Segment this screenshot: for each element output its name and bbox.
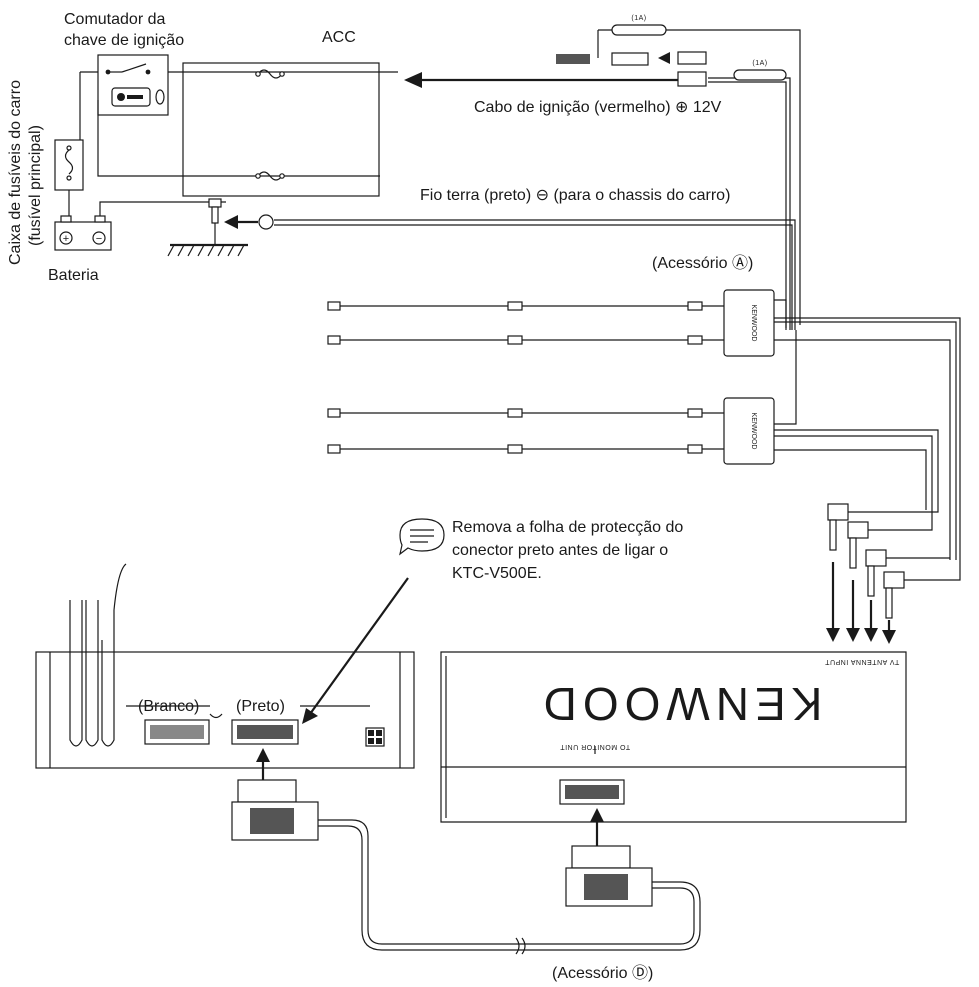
svg-text:+: + xyxy=(63,233,69,245)
ignition-circuit: + − xyxy=(54,54,398,257)
fuse-box-label-2: (fusível principal) xyxy=(27,125,44,246)
key-icon xyxy=(111,87,165,107)
white-connector-label: (Branco) xyxy=(138,698,199,715)
ignition-switch-label-2: chave de ignição xyxy=(64,32,184,49)
amp-module-1-brand: KENWOOD xyxy=(750,305,757,342)
note-line-3: KTC-V500E. xyxy=(452,565,542,582)
ground-symbol xyxy=(167,243,248,257)
screw-icon xyxy=(208,198,222,245)
tv-antenna-input-label: TV ANTENNA INPUT xyxy=(825,658,900,665)
accessory-a-label: (Acessório Ⓐ) xyxy=(652,254,753,272)
black-connector-label: (Preto) xyxy=(236,698,285,715)
note-line-1: Remova a folha de protecção do xyxy=(452,519,683,536)
note-line-2: conector preto antes de ligar o xyxy=(452,542,668,559)
accessory-d-label: (Acessório Ⓓ) xyxy=(552,964,653,982)
amp-module-1: KENWOOD xyxy=(327,289,961,560)
tuner-unit: KENWOOD TV ANTENNA INPUT TO MONITOR UNIT xyxy=(440,651,907,823)
plug-right xyxy=(565,845,653,907)
ground-wire-label: Fio terra (preto) ⊖ (para o chassis do c… xyxy=(420,187,730,204)
head-unit xyxy=(35,563,415,769)
battery-icon: + − xyxy=(54,215,112,251)
battery-label: Bateria xyxy=(48,267,99,284)
accessory-d-cable xyxy=(231,748,701,955)
fuse-holder-top: (1A) (1A) xyxy=(556,15,801,325)
ignition-switch-label-1: Comutador da xyxy=(64,11,165,28)
fuse-rating-2: (1A) xyxy=(752,60,767,67)
fuse-box-label-1: Caixa de fusíveis do carro xyxy=(7,80,24,265)
tuner-brand: KENWOOD xyxy=(538,678,823,730)
wire-bundle xyxy=(69,563,127,747)
note-icon xyxy=(399,518,445,556)
svg-text:−: − xyxy=(96,233,102,245)
ignition-cable xyxy=(404,72,791,330)
ignition-cable-label: Cabo de ignição (vermelho) ⊕ 12V xyxy=(474,99,722,116)
acc-label: ACC xyxy=(322,29,356,46)
amp-module-2: KENWOOD xyxy=(327,330,939,510)
note-arrow xyxy=(302,577,409,724)
ground-cable xyxy=(224,214,796,330)
fuse-rating-1: (1A) xyxy=(631,15,646,22)
amp-module-2-brand: KENWOOD xyxy=(750,413,757,450)
plug-left xyxy=(231,779,319,841)
antenna-plugs xyxy=(826,490,961,644)
